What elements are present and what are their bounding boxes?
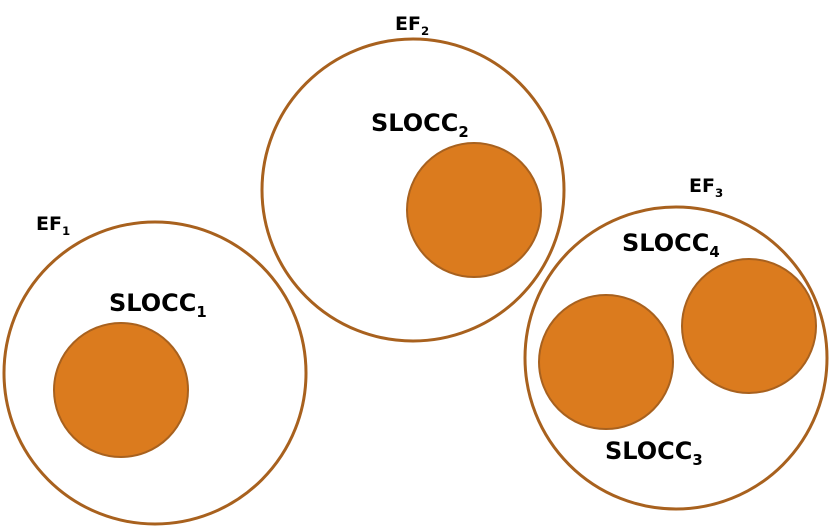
slocc1-label: SLOCC1 <box>109 289 207 321</box>
slocc3-label: SLOCC3 <box>605 437 703 469</box>
ef3-group: EF3 SLOCC4 SLOCC3 <box>523 175 829 511</box>
slocc2-disk <box>406 142 542 278</box>
ef1-group: EF1 SLOCC1 <box>2 213 308 526</box>
ef2-group: EF2 SLOCC2 <box>260 13 566 343</box>
ef1-label: EF1 <box>36 213 70 238</box>
slocc4-label: SLOCC4 <box>622 229 720 261</box>
slocc2-label: SLOCC2 <box>371 109 469 141</box>
ef3-outer-circle <box>523 205 829 511</box>
slocc4-disk <box>681 258 817 394</box>
slocc3-disk <box>538 294 674 430</box>
ef2-outer-circle <box>260 37 566 343</box>
ef2-label: EF2 <box>395 13 429 38</box>
ef3-label: EF3 <box>689 175 723 200</box>
slocc1-disk <box>53 322 189 458</box>
ef1-outer-circle <box>2 220 308 526</box>
